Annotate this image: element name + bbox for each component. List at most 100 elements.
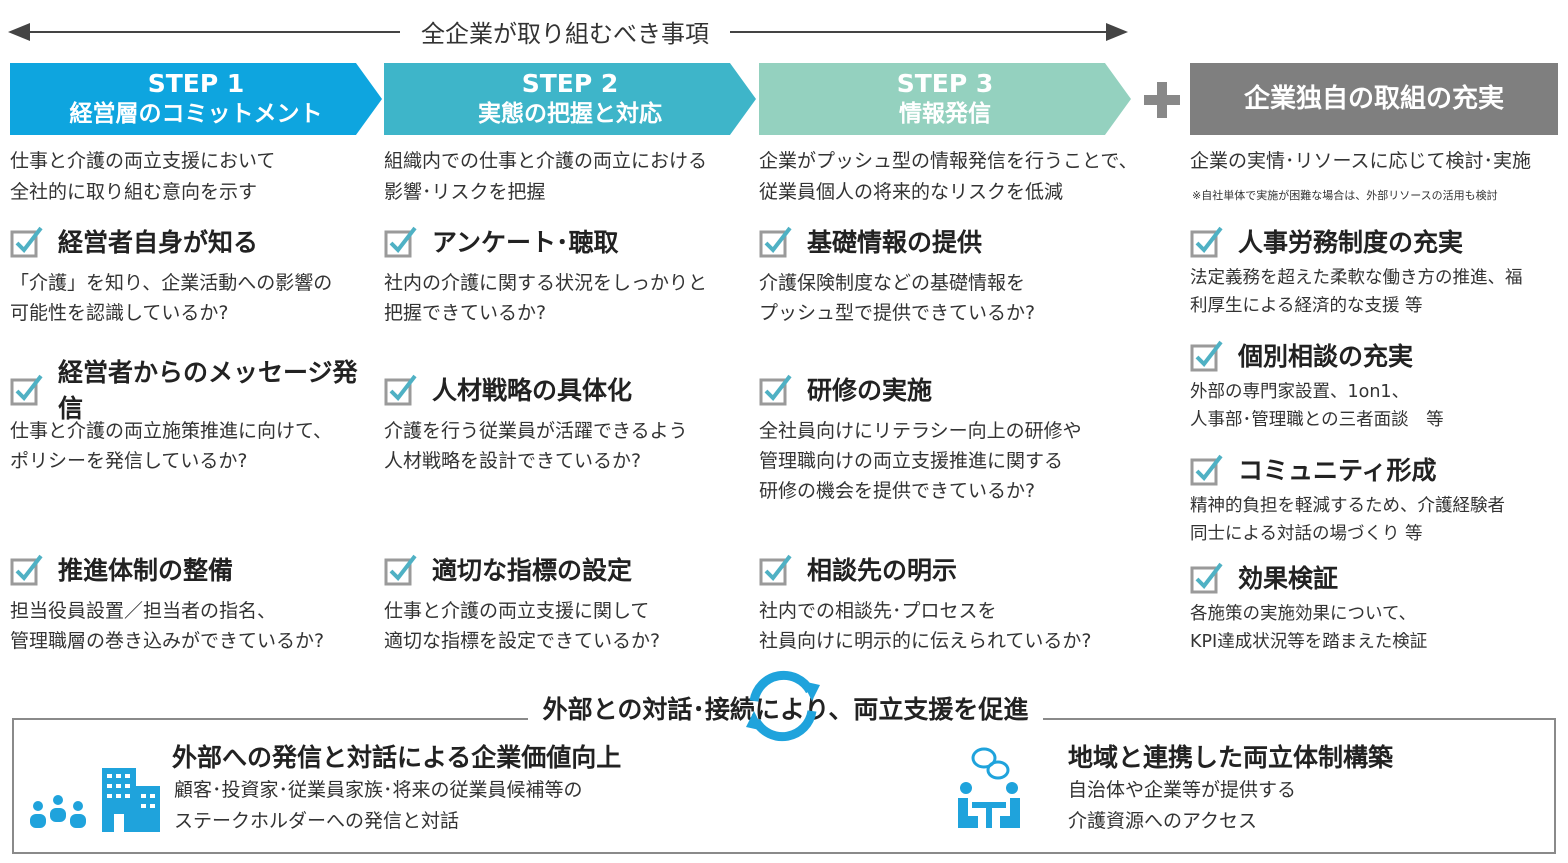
arrow-left-icon [8,23,30,41]
item-title: コミュニティ形成 [1238,456,1437,485]
checkbox-checked-icon [1190,340,1223,372]
checklist-item: 適切な指標の設定仕事と介護の両立支援に関して適切な指標を設定できているか? [384,550,754,656]
right-line-1: 自治体や企業等が提供する [1068,779,1297,801]
scope-arrow-line-right [728,31,1113,33]
checkbox-checked-icon [384,226,417,258]
item-desc-line: 担当役員設置／担当者の指名、 [10,600,277,622]
item-title: 相談先の明示 [807,556,958,585]
left-heading: 外部への発信と対話による企業価値向上 [172,743,622,772]
item-desc-line: 社員向けに明示的に伝えられているか? [759,630,1092,652]
item-desc-line: 仕事と介護の両立施策推進に向けて、 [10,420,333,442]
left-line-1: 顧客･投資家･従業員家族･将来の従業員候補等の [174,779,583,801]
checkbox-checked-icon [384,554,417,586]
checkbox-checked-icon [759,226,792,258]
extra-item: 人事労務制度の充実法定義務を超えた柔軟な働き方の推進、福利厚生による経済的な支援… [1190,222,1560,320]
extra-header: 企業独自の取組の充実 [1190,63,1558,135]
item-desc-line: 各施策の実施効果について、 [1190,604,1417,624]
item-desc-line: 可能性を認識しているか? [10,302,229,324]
intro-line: 組織内での仕事と介護の両立における [384,150,708,172]
step-label: STEP 1 [147,69,245,98]
checkbox-checked-icon [1190,454,1223,486]
intro-line: 従業員個人の将来的なリスクを低減 [759,181,1064,203]
checkbox-checked-icon [384,374,417,406]
item-desc-line: 適切な指標を設定できているか? [384,630,661,652]
checklist-item: 研修の実施全社員向けにリテラシー向上の研修や管理職向けの両立支援推進に関する研修… [759,370,1129,506]
item-desc-line: 管理職層の巻き込みができているか? [10,630,325,652]
item-desc-line: 社内の介護に関する状況をしっかりと [384,272,708,294]
extra-item: コミュニティ形成精神的負担を軽減するため、介護経験者同士による対話の場づくり 等 [1190,450,1560,548]
item-desc-line: 「介護」を知り、企業活動への影響の [10,272,333,294]
checkbox-checked-icon [10,374,43,406]
item-desc-line: ポリシーを発信しているか? [10,450,248,472]
checkbox-checked-icon [10,226,43,258]
checkbox-checked-icon [10,554,43,586]
item-title: 研修の実施 [807,376,933,405]
intro-line: 影響･リスクを把握 [384,181,546,203]
item-desc-line: 研修の機会を提供できているか? [759,480,1036,502]
item-title: アンケート･聴取 [432,228,619,257]
item-title: 経営者自身が知る [58,228,259,257]
checklist-item: 経営者からのメッセージ発信仕事と介護の両立施策推進に向けて、ポリシーを発信してい… [10,358,380,476]
right-line-2: 介護資源へのアクセス [1068,810,1258,832]
checkbox-checked-icon [1190,562,1223,594]
item-title: 個別相談の充実 [1238,342,1414,371]
item-desc-line: 人材戦略を設計できているか? [384,450,642,472]
item-title: 経営者からのメッセージ発信 [58,358,358,423]
checklist-item: 推進体制の整備担当役員設置／担当者の指名、管理職層の巻き込みができているか? [10,550,380,656]
step-2-header: STEP 2 実態の把握と対応 [384,63,756,135]
meeting-icon [958,747,1020,828]
step-2-intro: 組織内での仕事と介護の両立における影響･リスクを把握 [384,146,707,208]
step-1-intro: 仕事と介護の両立支援において全社的に取り組む意向を示す [10,146,275,208]
item-title: 推進体制の整備 [58,556,234,585]
scope-arrow-line-left [22,31,400,33]
item-desc-line: 法定義務を超えた柔軟な働き方の推進、福 [1190,268,1523,288]
item-desc-line: 同士による対話の場づくり 等 [1190,524,1423,544]
item-title: 基礎情報の提供 [807,228,983,257]
cycle-arrows-icon [746,670,820,742]
item-desc-line: 仕事と介護の両立支援に関して [384,600,650,622]
item-desc-line: 管理職向けの両立支援推進に関する [759,450,1064,472]
step-1-header: STEP 1 経営層のコミットメント [10,63,382,135]
item-desc-line: 精神的負担を軽減するため、介護経験者 [1190,496,1505,516]
plus-icon [1144,82,1180,118]
left-line-2: ステークホルダーへの発信と対話 [174,810,460,832]
checkbox-checked-icon [1190,226,1223,258]
intro-line: 全社的に取り組む意向を示す [10,181,258,203]
extra-intro: 企業の実情･リソースに応じて検討･実施 [1190,150,1532,172]
extra-item: 個別相談の充実外部の専門家設置、1on1、人事部･管理職との三者面談 等 [1190,336,1560,434]
step-3-header: STEP 3 情報発信 [759,63,1131,135]
intro-line: 仕事と介護の両立支援において [10,150,276,172]
item-desc-line: 利厚生による経済的な支援 等 [1190,296,1423,316]
checkbox-checked-icon [759,554,792,586]
step-3-intro: 企業がプッシュ型の情報発信を行うことで、従業員個人の将来的なリスクを低減 [759,146,1138,208]
checklist-item: アンケート･聴取社内の介護に関する状況をしっかりと把握できているか? [384,222,754,328]
intro-line: 企業がプッシュ型の情報発信を行うことで、 [759,150,1138,172]
bottom-title: 外部との対話･接続により、両立支援を促進 [528,690,1043,726]
checklist-item: 相談先の明示社内での相談先･プロセスを社員向けに明示的に伝えられているか? [759,550,1129,656]
scope-label: 全企業が取り組むべき事項 [400,14,730,49]
extra-header-label: 企業独自の取組の充実 [1243,83,1504,114]
step-label: STEP 2 [521,69,619,98]
item-desc-line: 全社員向けにリテラシー向上の研修や [759,420,1082,442]
step-title: 実態の把握と対応 [478,101,662,127]
step-title: 経営層のコミットメント [69,101,323,127]
item-title: 適切な指標の設定 [432,556,633,585]
checklist-item: 人材戦略の具体化介護を行う従業員が活躍できるよう人材戦略を設計できているか? [384,370,754,476]
checklist-item: 経営者自身が知る「介護」を知り、企業活動への影響の可能性を認識しているか? [10,222,380,328]
checkbox-checked-icon [759,374,792,406]
item-desc-line: 把握できているか? [384,302,547,324]
item-desc-line: プッシュ型で提供できているか? [759,302,1036,324]
step-title: 情報発信 [899,101,991,127]
item-desc-line: 社内での相談先･プロセスを [759,600,997,622]
item-desc-line: 外部の専門家設置、1on1、 [1190,382,1410,402]
item-title: 人材戦略の具体化 [432,376,633,405]
extra-note: ※自社単体で実施が困難な場合は、外部リソースの活用も検討 [1192,189,1498,202]
item-title: 人事労務制度の充実 [1238,228,1464,257]
item-title: 効果検証 [1238,564,1339,593]
stakeholders-building-icon [30,768,160,832]
right-heading: 地域と連携した両立体制構築 [1068,743,1394,772]
step-label: STEP 3 [896,69,994,98]
item-desc-line: KPI達成状況等を踏まえた検証 [1190,632,1428,652]
item-desc-line: 介護を行う従業員が活躍できるよう [384,420,688,442]
